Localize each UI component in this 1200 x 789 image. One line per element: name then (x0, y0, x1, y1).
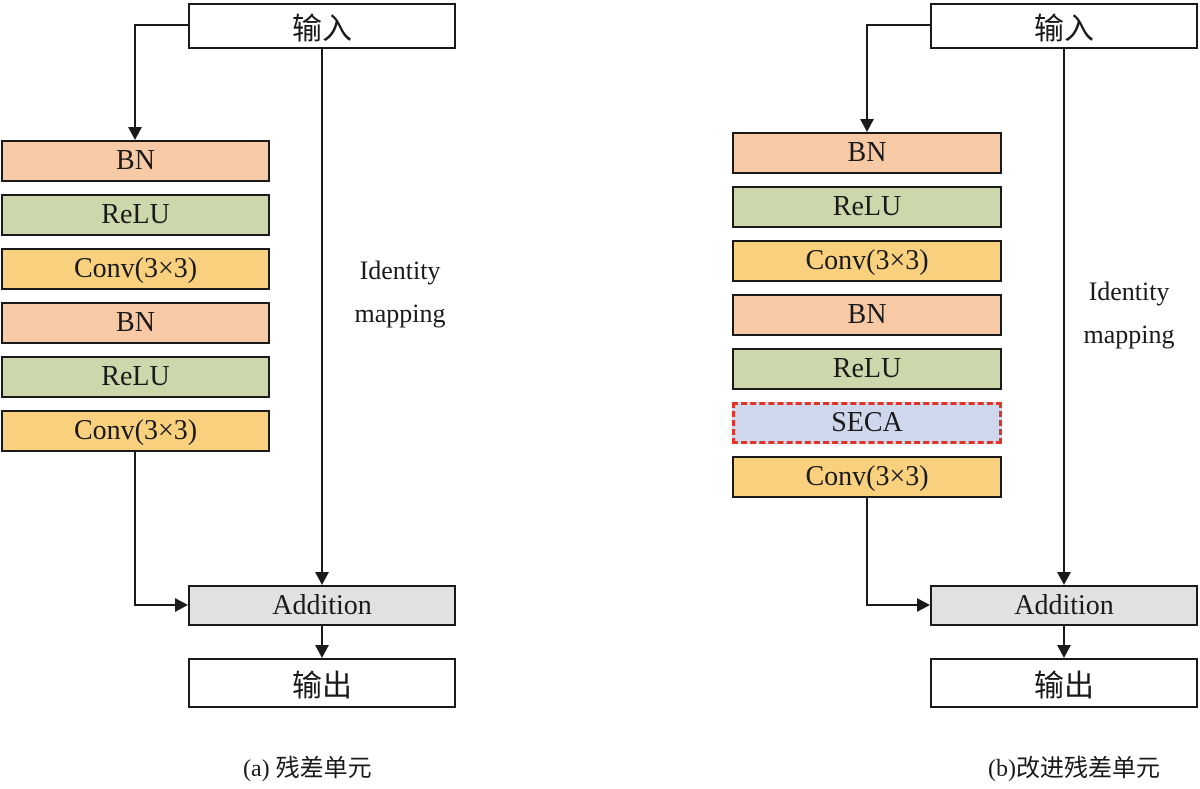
identity-mapping-label: Identity mapping (1076, 270, 1182, 356)
identity-mapping-line (321, 49, 323, 575)
identity-label-line2: mapping (1083, 320, 1175, 349)
identity-label-line1: Identity (1088, 277, 1170, 306)
arrow-down-icon (1057, 572, 1071, 585)
relu-box: ReLU (732, 186, 1002, 228)
output-box: 输出 (188, 658, 456, 708)
arrow-down-icon (315, 645, 329, 658)
arrow-right-icon (917, 598, 930, 612)
caption-a: (a) 残差单元 (243, 756, 372, 782)
addition-box: Addition (188, 585, 456, 626)
bn-box: BN (732, 294, 1002, 336)
connector-line (866, 604, 919, 606)
connector-line (1063, 626, 1065, 648)
connector-line (134, 604, 177, 606)
arrow-down-icon (128, 127, 142, 140)
connector-line (321, 626, 323, 648)
relu-box: ReLU (1, 356, 270, 398)
identity-label-line2: mapping (354, 299, 446, 328)
conv-box: Conv(3×3) (1, 410, 270, 452)
caption-b: (b)改进残差单元 (988, 756, 1160, 782)
arrow-down-icon (315, 572, 329, 585)
arrow-right-icon (175, 598, 188, 612)
connector-line (134, 451, 136, 606)
identity-mapping-label: Identity mapping (347, 249, 453, 335)
addition-box: Addition (930, 585, 1198, 626)
connector-line (134, 24, 136, 129)
conv-box: Conv(3×3) (732, 456, 1002, 498)
connector-line (134, 24, 188, 26)
conv-box: Conv(3×3) (732, 240, 1002, 282)
connector-line (866, 24, 930, 26)
relu-box: ReLU (1, 194, 270, 236)
identity-label-line1: Identity (359, 256, 441, 285)
bn-box: BN (1, 140, 270, 182)
output-box: 输出 (930, 658, 1198, 708)
conv-box: Conv(3×3) (1, 248, 270, 290)
input-box: 输入 (930, 3, 1198, 49)
arrow-down-icon (860, 119, 874, 132)
connector-line (866, 24, 868, 121)
relu-box: ReLU (732, 348, 1002, 390)
arrow-down-icon (1057, 645, 1071, 658)
identity-mapping-line (1063, 49, 1065, 575)
input-box: 输入 (188, 3, 456, 49)
bn-box: BN (1, 302, 270, 344)
seca-box: SECA (732, 402, 1002, 444)
connector-line (866, 497, 868, 606)
bn-box: BN (732, 132, 1002, 174)
